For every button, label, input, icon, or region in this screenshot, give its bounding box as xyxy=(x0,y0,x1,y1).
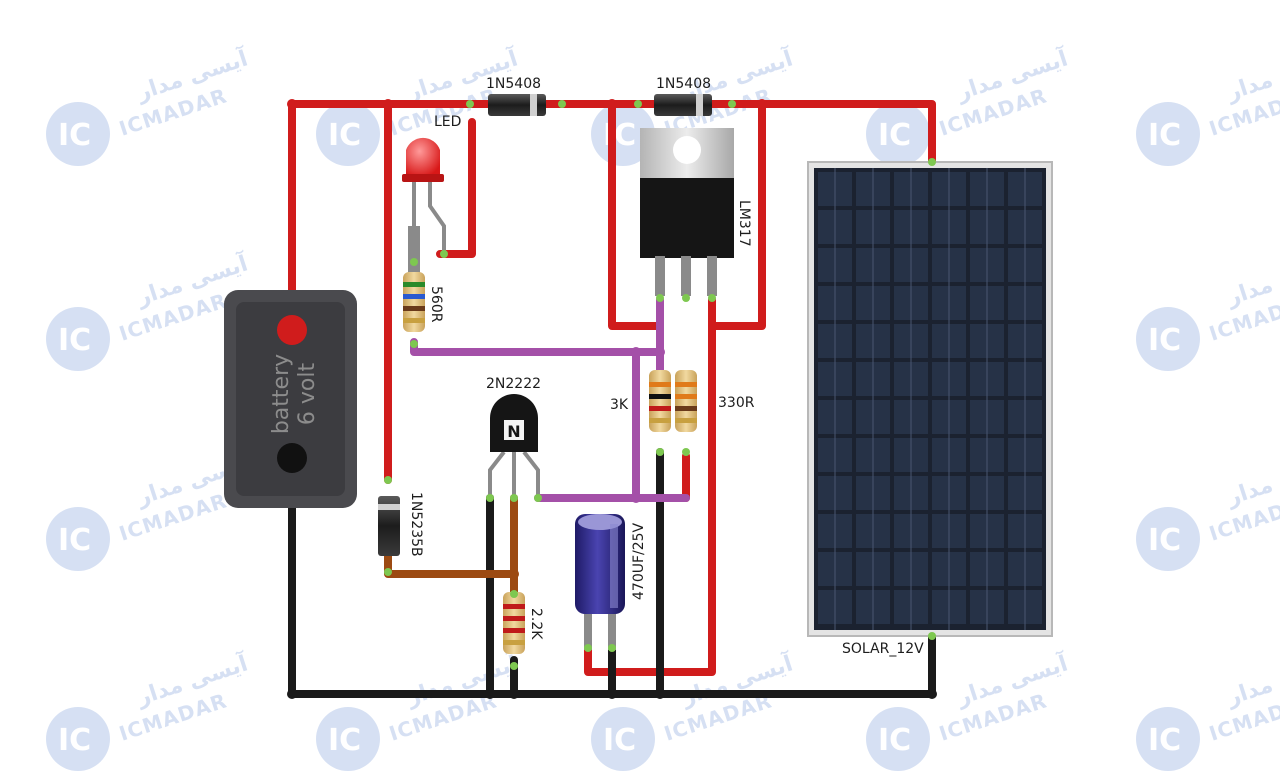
positive-wires xyxy=(288,100,936,676)
junction-dot xyxy=(287,689,297,699)
bias-wires xyxy=(410,296,690,502)
solar-busbars xyxy=(834,168,1026,630)
svg-text:IC: IC xyxy=(603,118,636,153)
capacitor-label: 470UF/25V xyxy=(631,522,647,600)
junction-dot xyxy=(383,99,393,109)
battery: battery 6 volt xyxy=(224,290,357,508)
watermark: IC آیسی مدار ICMADAR xyxy=(591,649,796,771)
junction-dot xyxy=(631,347,641,357)
junctions xyxy=(287,99,937,699)
wire-led-to-adj xyxy=(410,338,664,356)
resistor-2-2k: 2.2K xyxy=(503,590,544,670)
watermark-logo: IC xyxy=(58,118,91,153)
watermark: IC آیسی مدار ICMADAR xyxy=(46,249,251,371)
wire-regulator-output xyxy=(708,100,766,330)
watermark: IC آیسی مدار ICMADAR xyxy=(46,44,251,166)
watermark: IC آیسی مدار ICMADAR xyxy=(1136,249,1280,371)
svg-text:IC: IC xyxy=(1148,723,1181,758)
svg-text:IC: IC xyxy=(1148,523,1181,558)
resistor-3k: 3K xyxy=(610,370,671,456)
solar-panel: SOLAR_12V xyxy=(807,158,1053,657)
transistor-2n2222: N 2N2222 xyxy=(486,376,542,502)
svg-text:IC: IC xyxy=(603,723,636,758)
junction-dot xyxy=(607,99,617,109)
junction-dot xyxy=(287,99,297,109)
junction-dot xyxy=(509,569,519,579)
watermark: IC آیسی مدار ICMADAR xyxy=(46,449,251,571)
junction-dot xyxy=(927,689,937,699)
regulator-lm317: LM317 xyxy=(640,128,752,302)
svg-text:IC: IC xyxy=(1148,323,1181,358)
battery-label-1: battery xyxy=(269,354,294,434)
watermark: IC آیسی مدار ICMADAR xyxy=(1136,44,1280,166)
diode-1n5408-right: 1N5408 xyxy=(634,76,736,116)
diode-1n5408-left: 1N5408 xyxy=(466,76,566,116)
svg-text:IC: IC xyxy=(1148,118,1181,153)
wire-output-down xyxy=(584,296,716,676)
wire-zener-to-base xyxy=(384,552,518,578)
capacitor-470uf: 470UF/25V xyxy=(575,514,647,652)
junction-dot xyxy=(757,99,767,109)
battery-label-2: 6 volt xyxy=(295,363,320,426)
zener-wires xyxy=(384,494,518,598)
resistor-560r-label: 560R xyxy=(428,286,444,323)
svg-text:IC: IC xyxy=(58,523,91,558)
resistor-330r-label: 330R xyxy=(718,395,755,411)
junction-dot xyxy=(631,493,641,503)
svg-text:IC: IC xyxy=(58,323,91,358)
transistor-mark: N xyxy=(507,422,520,441)
diode-left-label: 1N5408 xyxy=(486,76,541,92)
svg-text:IC: IC xyxy=(328,723,361,758)
resistor-3k-label: 3K xyxy=(610,397,629,413)
zener-1n5235b: 1N5235B xyxy=(378,476,424,576)
wire-regulator-input xyxy=(608,100,664,330)
watermark: IC آیسی مدار ICMADAR xyxy=(866,649,1071,771)
diode-right-label: 1N5408 xyxy=(656,76,711,92)
watermark: IC آیسی مدار ICMADAR xyxy=(46,649,251,771)
watermark: IC آیسی مدار ICMADAR xyxy=(1136,649,1280,771)
transistor-label: 2N2222 xyxy=(486,376,541,392)
junction-dot xyxy=(509,689,519,699)
wire-led-cathode xyxy=(436,118,476,258)
resistor-2-2k-label: 2.2K xyxy=(528,608,544,640)
battery-negative-terminal xyxy=(277,443,307,473)
svg-text:IC: IC xyxy=(58,723,91,758)
regulator-label: LM317 xyxy=(736,200,752,247)
solar-label: SOLAR_12V xyxy=(842,641,924,657)
svg-text:IC: IC xyxy=(878,723,911,758)
zener-label: 1N5235B xyxy=(408,492,424,557)
junction-dot xyxy=(607,689,617,699)
led-label: LED xyxy=(434,114,461,130)
resistor-560r: 560R xyxy=(403,226,444,348)
junction-dot xyxy=(485,689,495,699)
battery-positive-terminal xyxy=(277,315,307,345)
svg-text:IC: IC xyxy=(878,118,911,153)
resistor-330r: 330R xyxy=(675,370,755,456)
wire-diode-to-solar xyxy=(708,100,936,166)
junction-dot xyxy=(655,689,665,699)
junction-dot xyxy=(655,347,665,357)
watermark: IC آیسی مدار ICMADAR xyxy=(1136,449,1280,571)
svg-text:IC: IC xyxy=(328,118,361,153)
